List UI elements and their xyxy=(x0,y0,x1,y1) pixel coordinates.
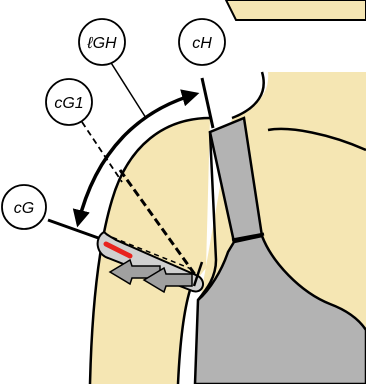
label-ch-text: cH xyxy=(192,35,212,52)
label-cg1: cG1 xyxy=(46,79,92,125)
label-ch: cH xyxy=(179,19,225,65)
top-skin-strip xyxy=(226,0,366,20)
label-lgh: ℓGH xyxy=(79,19,125,65)
cg-axis-line xyxy=(48,220,104,240)
label-cg1-text: cG1 xyxy=(54,95,83,112)
lgh-leader-line xyxy=(108,58,146,118)
cg1-dashed-line xyxy=(82,122,122,182)
label-lgh-text: ℓGH xyxy=(86,35,117,52)
label-cg-text: cG xyxy=(14,200,34,217)
label-cg: cG xyxy=(2,185,46,229)
